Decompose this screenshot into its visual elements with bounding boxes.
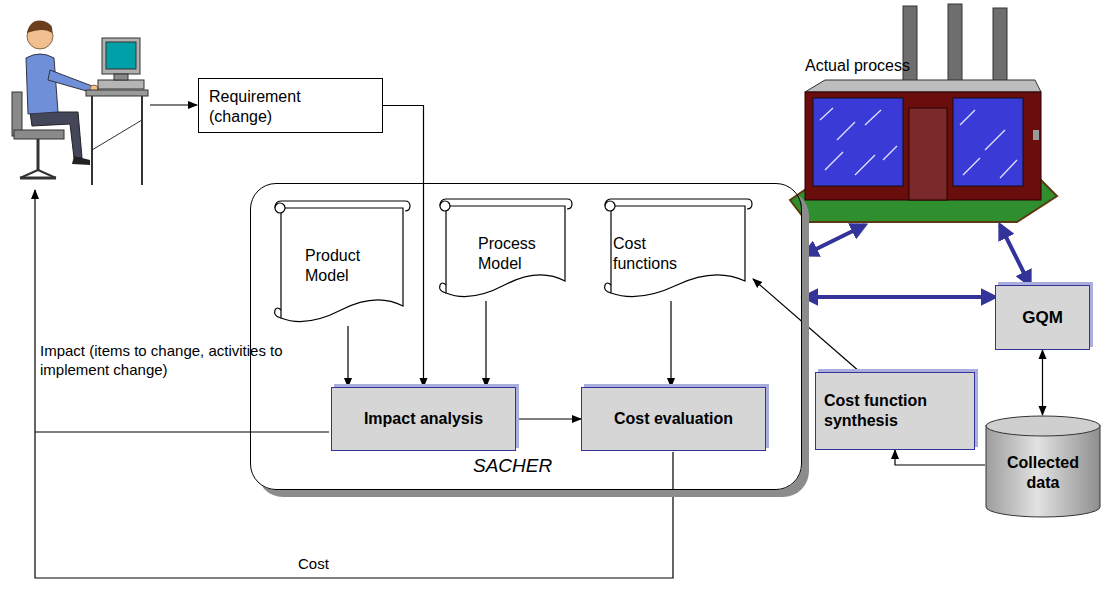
flow-label: Cost	[298, 555, 358, 574]
flow-arrow	[347, 326, 348, 387]
node-text: SACHER	[473, 454, 552, 478]
box-node: Cost function synthesis	[815, 372, 975, 450]
node-text: Actual process	[805, 56, 910, 76]
node-text: Cost function synthesis	[824, 391, 966, 431]
flow-arrow	[895, 450, 985, 465]
box-node: Cost evaluation	[581, 387, 766, 451]
factory-illustration	[790, 4, 1057, 222]
cyl-node: Collected data	[985, 415, 1101, 518]
flow-label: Impact (items to change, activities to i…	[40, 342, 332, 380]
flow-arrow	[670, 301, 671, 387]
data-exchange-arrow	[1000, 225, 1030, 285]
scroll-node: Cost functions	[601, 196, 753, 301]
scroll-node: Process Model	[436, 196, 573, 301]
flow-arrow	[485, 301, 486, 387]
node-text: Requirement (change)	[209, 87, 312, 127]
node-text: Product Model	[305, 246, 401, 286]
node-text: Impact analysis	[364, 409, 483, 429]
data-exchange-arrow	[804, 225, 865, 255]
sacher-node: SACHER Product Model Process Model Cost fun…	[250, 183, 802, 490]
data-exchange-arrow	[804, 295, 995, 299]
box-node: Impact analysis	[331, 387, 516, 451]
node-text: Cost evaluation	[614, 409, 733, 429]
node-text: GQM	[1022, 307, 1063, 328]
node-text: Process Model	[478, 234, 563, 274]
scroll-node: Product Model	[271, 198, 411, 326]
box-node: GQM	[995, 285, 1090, 350]
plain-node: Requirement (change)	[198, 78, 383, 133]
flow-arrow	[516, 418, 581, 419]
user-at-computer	[12, 21, 148, 186]
node-text: Cost functions	[613, 234, 693, 274]
factory-node: Actual process	[785, 0, 1060, 225]
user-feedback-lines	[35, 105, 673, 578]
flow-arrow	[1042, 350, 1043, 415]
flow-arrow	[753, 279, 860, 372]
node-text: Collected data	[989, 453, 1097, 493]
